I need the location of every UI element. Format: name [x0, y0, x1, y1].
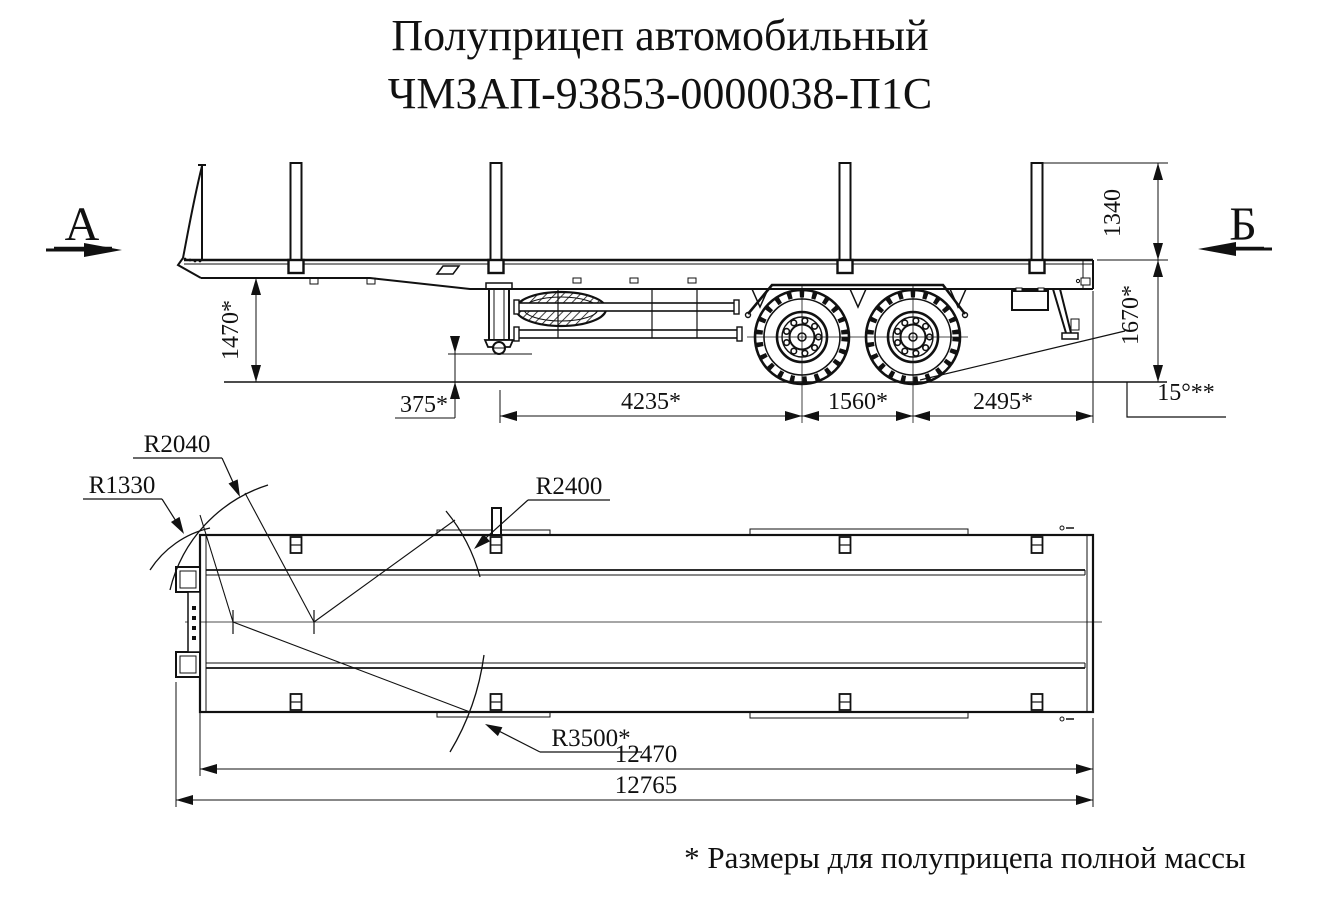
title-line2: ЧМЗАП-93853-0000038-П1С — [388, 69, 932, 118]
side-guard-bars — [513, 289, 743, 342]
rear-support — [1052, 288, 1080, 340]
arc-r2400 — [445, 510, 481, 578]
dim-platform-length-label: 12470 — [615, 741, 678, 768]
arc-r1330 — [149, 527, 211, 571]
section-b-label: Б — [1229, 198, 1257, 251]
dim-support-clearance-label: 375* — [400, 392, 448, 418]
rear-toolbox — [1011, 287, 1049, 311]
dim-stake-height-label: 1340 — [1100, 189, 1126, 237]
dim-support-to-axle1-label: 4235* — [621, 389, 681, 415]
radius-leaders: R2040 R1330 R2400 R3500* — [83, 431, 642, 753]
section-mark-b: Б — [1198, 198, 1272, 256]
length-dimensions: 12470 12765 — [175, 680, 1094, 807]
front-coupling-fittings — [175, 566, 201, 678]
side-view-dimensions: 1470* 375* 4235* 1560* 2495* 1340 1670* — [218, 162, 1168, 423]
landing-gear — [483, 282, 515, 355]
platform-outline — [198, 533, 1095, 714]
tandem-wheels — [747, 286, 968, 423]
side-view: 15°** — [176, 162, 1226, 423]
radius-r1330-label: R1330 — [89, 472, 156, 499]
title-line1: Полуприцеп автомобильный — [391, 11, 928, 60]
dim-rear-frame-height-label: 1670* — [1118, 285, 1144, 345]
radius-r2400-label: R2400 — [536, 473, 603, 500]
rear-lamp — [1075, 277, 1091, 286]
deck-hatch — [435, 265, 461, 275]
departure-angle-label: 15°** — [1157, 380, 1215, 406]
arc-r3500 — [449, 654, 485, 753]
fender — [746, 283, 967, 315]
top-view: R2040 R1330 R2400 R3500* — [83, 431, 1102, 753]
section-a-label: А — [65, 198, 100, 251]
dim-axle2-to-rear-label: 2495* — [973, 389, 1033, 415]
footnote: * Размеры для полуприцепа полной массы — [684, 840, 1246, 875]
dim-axle-base-label: 1560* — [828, 389, 888, 415]
radius-r3500-label: R3500* — [551, 725, 630, 752]
section-b-arrow-icon — [1198, 242, 1236, 256]
departure-angle-line — [919, 330, 1126, 381]
arc-r2040 — [169, 484, 269, 591]
section-mark-a: А — [46, 198, 122, 257]
stake-posts — [287, 162, 1046, 275]
section-a-arrow-icon — [84, 243, 122, 257]
dim-overall-length-label: 12765 — [615, 772, 678, 799]
stake-pockets — [289, 536, 1044, 711]
stake-top-mark — [491, 507, 502, 536]
dim-front-frame-height-label: 1470* — [218, 300, 244, 360]
radius-r2040-label: R2040 — [144, 431, 211, 458]
